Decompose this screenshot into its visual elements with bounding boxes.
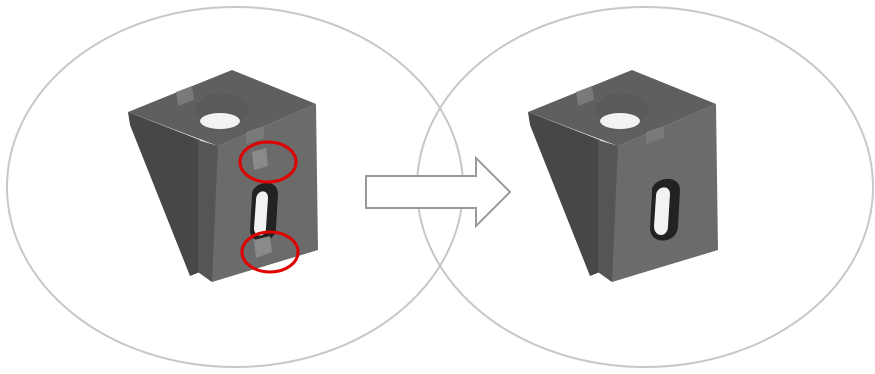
before-front-slot-inner	[254, 191, 268, 236]
after-top-hole-inner	[600, 113, 640, 129]
after-top-nub-2	[646, 126, 664, 144]
before-front-tab-lower	[254, 236, 272, 258]
after-top-nub-1	[576, 86, 594, 106]
right-arrow-icon	[365, 155, 512, 229]
highlight-circle-lower	[240, 230, 300, 274]
before-front-tab-upper	[252, 148, 268, 170]
after-front-slot-inner	[654, 187, 670, 235]
before-bracket-side-face	[128, 112, 200, 276]
after-bracket-front-edge	[598, 140, 618, 282]
after-bracket-side-face	[528, 112, 600, 276]
after-bracket	[528, 70, 718, 282]
before-top-hole-inner	[200, 113, 240, 129]
before-bracket-front-edge	[198, 140, 218, 282]
highlight-circle-upper	[238, 140, 298, 184]
before-top-nub-2	[246, 126, 264, 144]
before-top-nub-1	[176, 86, 194, 106]
